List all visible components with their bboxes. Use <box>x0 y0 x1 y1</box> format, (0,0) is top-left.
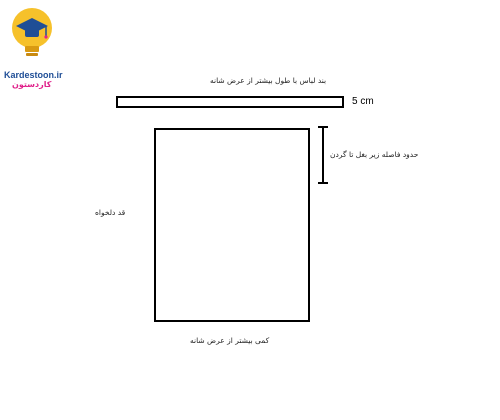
armpit-to-neck-label: حدود فاصله زیر بغل تا گردن <box>330 150 419 159</box>
measure-cap-bottom <box>318 182 328 184</box>
armpit-measure-line <box>322 127 324 183</box>
graduation-bulb-icon <box>12 8 52 56</box>
strap-note-label: بند لباس با طول بیشتر از عرض شانه <box>210 76 327 85</box>
strap-width-label: 5 cm <box>352 96 374 107</box>
strap-rectangle <box>116 96 344 108</box>
width-label: کمی بیشتر از عرض شانه <box>190 336 270 345</box>
logo-text-fa: کاردستون <box>12 80 52 89</box>
length-label: قد دلخواه <box>95 208 126 217</box>
logo-text: Kardestoon.ir <box>4 70 63 80</box>
site-logo: Kardestoon.ir کاردستون <box>4 4 64 89</box>
garment-body-rectangle <box>154 128 310 322</box>
